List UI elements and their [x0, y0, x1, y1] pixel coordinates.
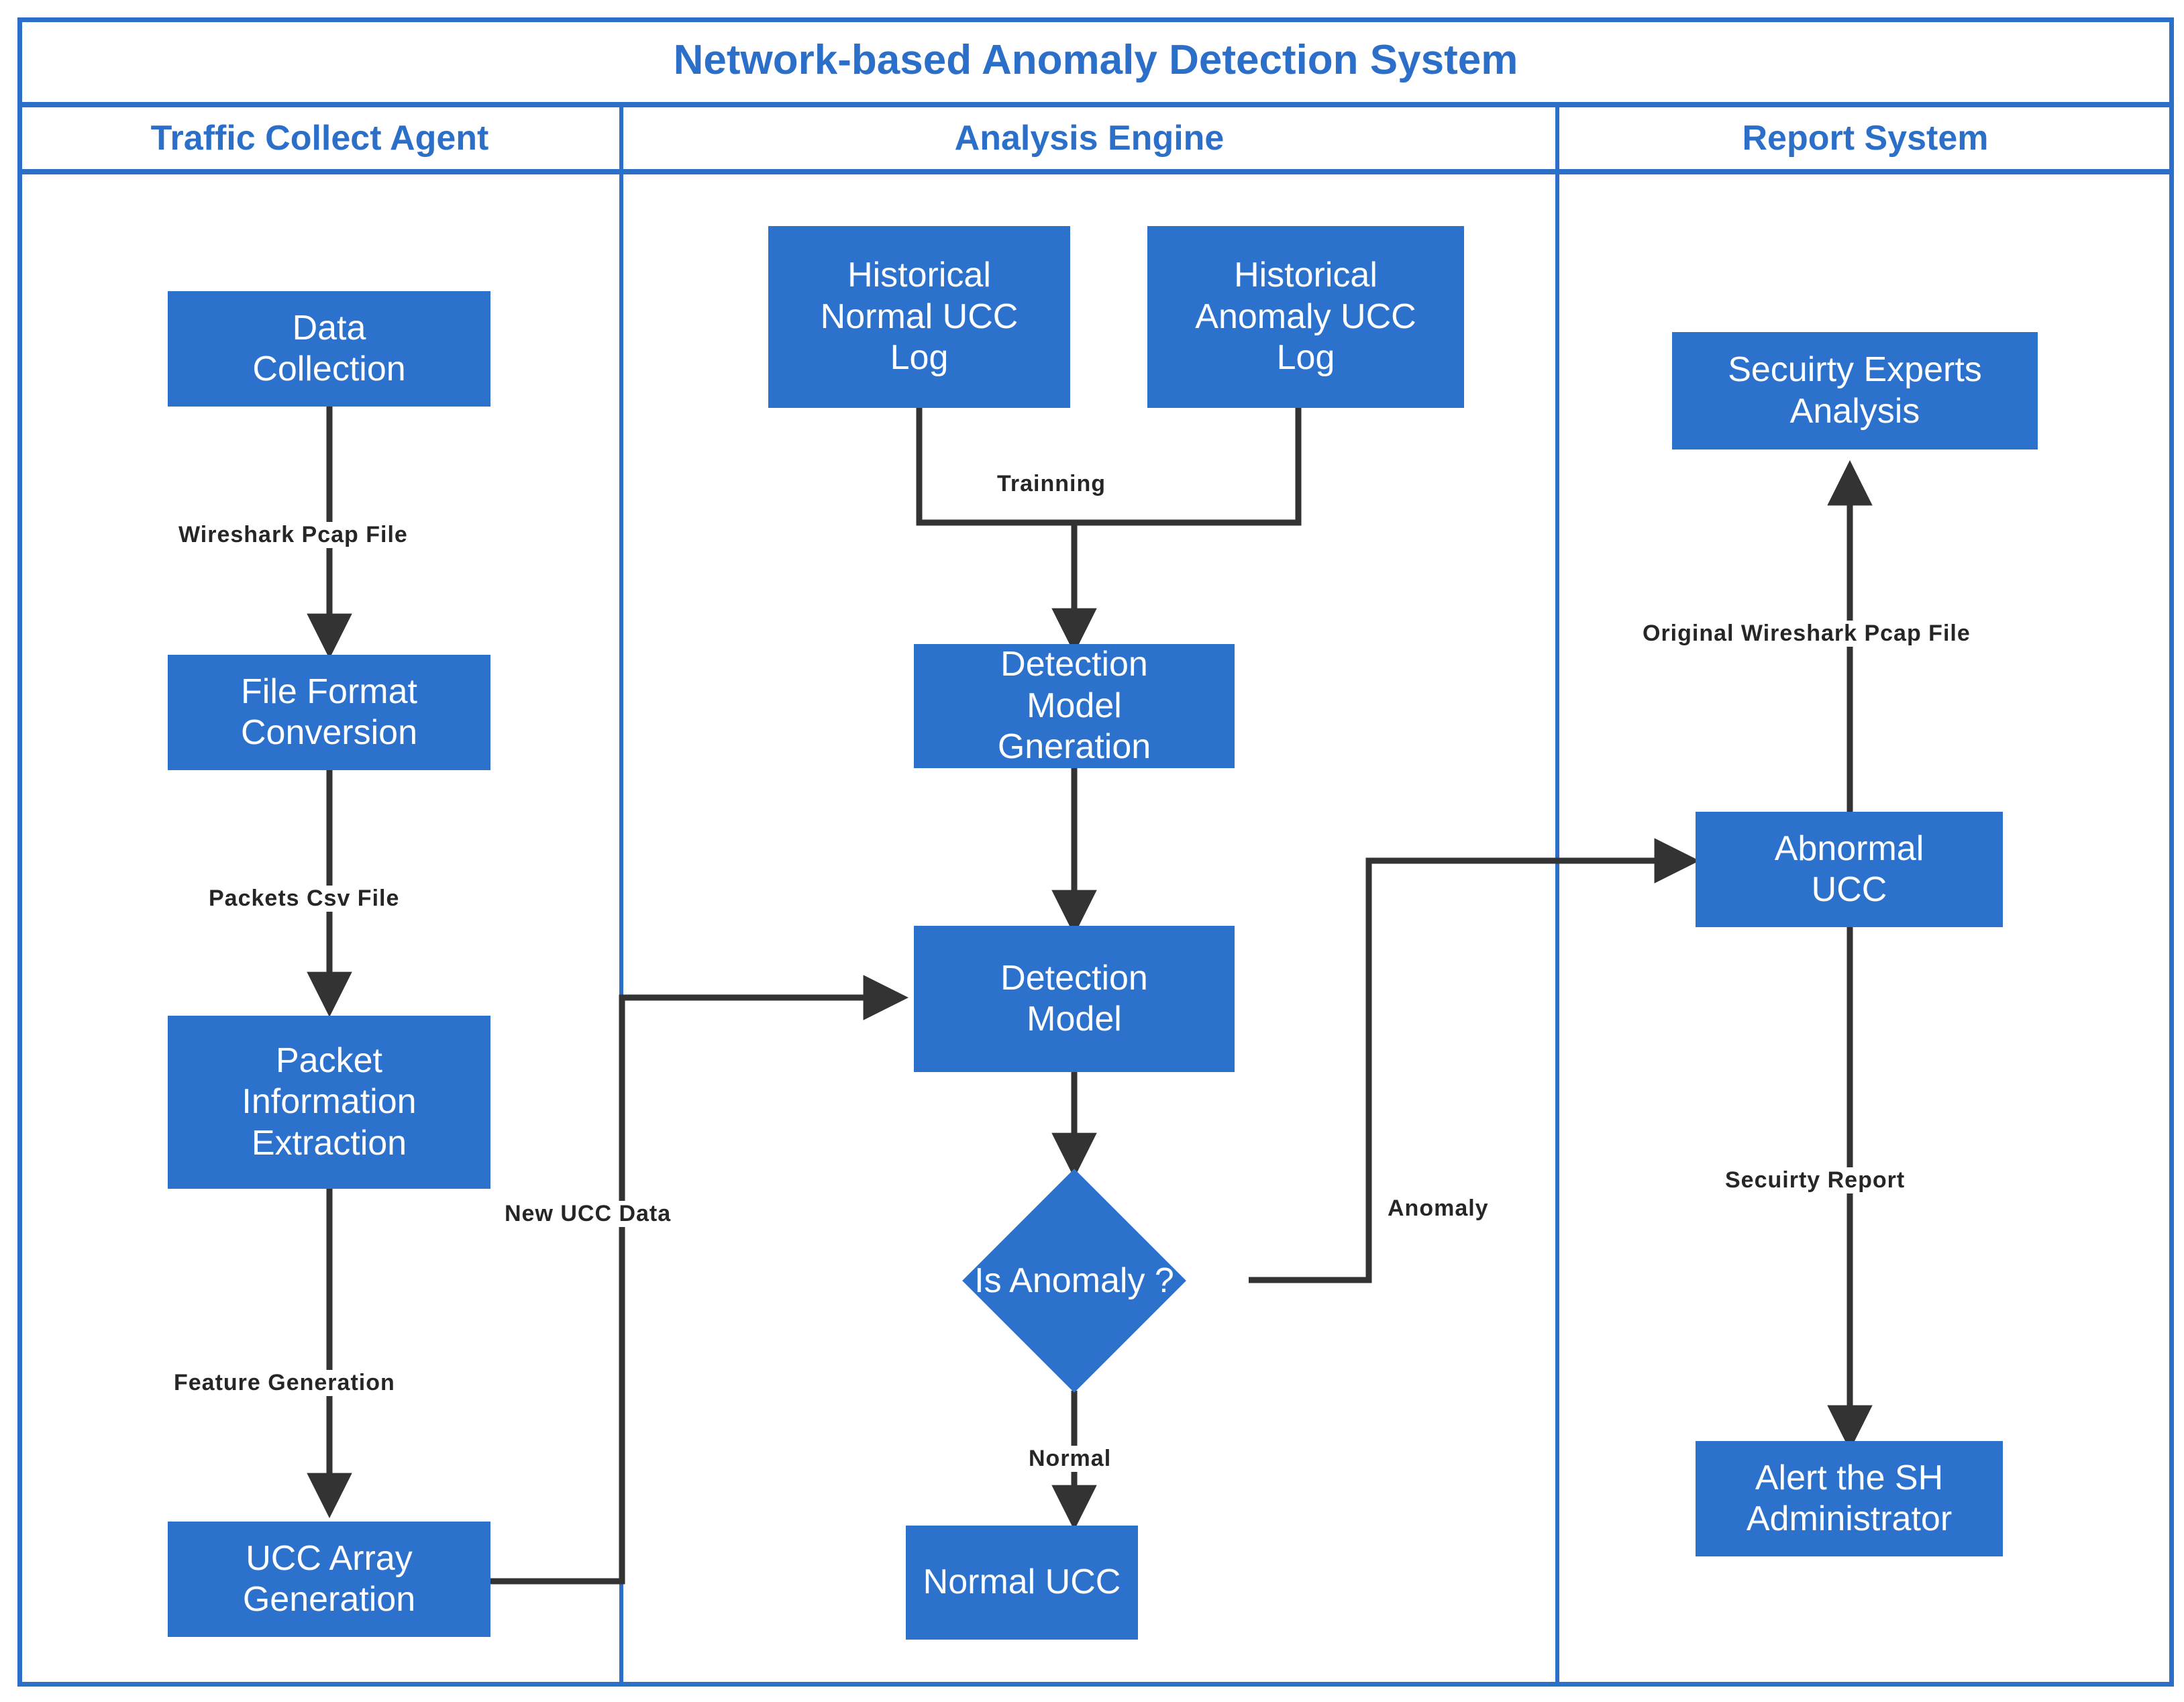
edge-label-original-wireshark-pcap-file: Original Wireshark Pcap File [1639, 621, 1975, 647]
edge-label-new-ucc-data: New UCC Data [501, 1201, 676, 1227]
node-detection-model-gneration[interactable]: Detection Model Gneration [914, 644, 1235, 768]
node-historical-normal-ucc-log[interactable]: Historical Normal UCC Log [768, 226, 1070, 408]
edge-label-feature-generation: Feature Generation [170, 1370, 399, 1396]
decision-is-anomaly[interactable]: Is Anomaly ? [917, 1169, 1232, 1393]
edge-label-secuirty-report: Secuirty Report [1721, 1167, 1910, 1193]
edge-label-anomaly: Anomaly [1384, 1195, 1493, 1222]
diagram-title: Network-based Anomaly Detection System [673, 36, 1518, 83]
node-historical-anomaly-ucc-log[interactable]: Historical Anomaly UCC Log [1147, 226, 1464, 408]
decision-label: Is Anomaly ? [974, 1261, 1174, 1300]
node-packet-information-extraction[interactable]: Packet Information Extraction [168, 1016, 490, 1189]
edge-label-packets-csv-file: Packets Csv File [205, 886, 404, 912]
node-abnormal-ucc[interactable]: Abnormal UCC [1696, 812, 2003, 927]
lane-header-traffic-collect-agent: Traffic Collect Agent [150, 119, 489, 158]
edge-label-normal: Normal [1025, 1446, 1116, 1472]
lane-divider-right [1555, 107, 1559, 1687]
edge-label-trainning: Trainning [993, 471, 1110, 497]
node-data-collection[interactable]: Data Collection [168, 291, 490, 407]
node-alert-the-sh-administrator[interactable]: Alert the SH Administrator [1696, 1441, 2003, 1556]
node-file-format-conversion[interactable]: File Format Conversion [168, 655, 490, 770]
node-ucc-array-generation[interactable]: UCC Array Generation [168, 1522, 490, 1637]
lane-header-report-system: Report System [1742, 119, 1989, 158]
node-normal-ucc[interactable]: Normal UCC [906, 1526, 1138, 1640]
lane-header-divider-rule [17, 169, 2174, 174]
edge-label-wireshark-pcap-file: Wireshark Pcap File [174, 522, 412, 548]
title-divider-rule [17, 102, 2174, 107]
swimlane-frame [17, 17, 2174, 1687]
lane-divider-left [619, 107, 623, 1687]
node-detection-model[interactable]: Detection Model [914, 926, 1235, 1072]
lane-header-analysis-engine: Analysis Engine [954, 119, 1225, 158]
node-secuirty-experts-analysis[interactable]: Secuirty Experts Analysis [1672, 332, 2038, 449]
